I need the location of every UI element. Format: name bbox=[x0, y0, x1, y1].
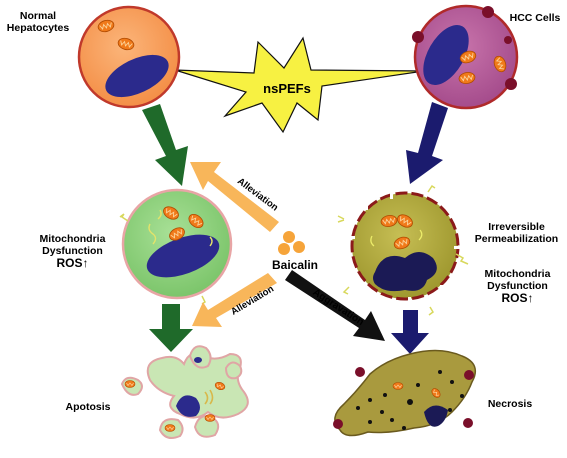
nspefs-label: nsPEFs bbox=[263, 81, 311, 96]
left-mito-line2: Dysfunction bbox=[42, 245, 103, 258]
left-ros: ROS↑ bbox=[56, 256, 89, 271]
hcc-cells-label: HCC Cells bbox=[509, 12, 561, 24]
membrane-bleb bbox=[412, 31, 424, 43]
right-mito-line1: Mitochondria bbox=[484, 268, 551, 280]
normal-hepatocyte-cell bbox=[77, 5, 181, 109]
left-dysfunction-cell bbox=[119, 182, 233, 305]
necrosis-label: Necrosis bbox=[487, 398, 533, 410]
mitochondrion bbox=[124, 380, 136, 388]
fragmented-nucleus bbox=[373, 252, 437, 292]
aggravation-arrow bbox=[285, 270, 385, 341]
left-mito-line1: Mitochondria bbox=[39, 233, 106, 245]
normal-hepatocytes-line1: Normal bbox=[19, 10, 57, 22]
irreversible-line1: Irreversible bbox=[488, 221, 545, 233]
nucleus bbox=[423, 25, 469, 85]
irreversible-permeabilization-label: Irreversible Permeabilization bbox=[466, 221, 567, 245]
navy-arrow-bottom bbox=[391, 310, 429, 354]
irreversible-line2: Permeabilization bbox=[474, 233, 559, 246]
right-mito-dysfunction-label: Mitochondria Dysfunction ROS↑ bbox=[470, 268, 565, 306]
apoptotic-bodies bbox=[120, 345, 249, 439]
membrane-bleb bbox=[482, 6, 494, 18]
baicalin-molecules bbox=[278, 231, 305, 255]
membrane-bleb bbox=[505, 78, 517, 90]
baicalin-label: Baicalin bbox=[271, 258, 319, 272]
membrane-bleb bbox=[504, 36, 512, 44]
right-mito-line2: Dysfunction bbox=[487, 280, 548, 293]
navy-arrow-top bbox=[406, 102, 448, 184]
normal-hepatocytes-line2: Hepatocytes bbox=[6, 22, 70, 35]
alleviation-arrow-bottom bbox=[192, 273, 277, 327]
left-mito-dysfunction-label: Mitochondria Dysfunction ROS↑ bbox=[30, 233, 115, 271]
mitochondrion bbox=[204, 414, 216, 422]
normal-hepatocytes-label: Normal Hepatocytes bbox=[3, 10, 73, 34]
mitochondrion bbox=[164, 424, 176, 432]
mitochondrion bbox=[392, 382, 404, 390]
nucleus bbox=[105, 54, 169, 98]
nspefs-starburst bbox=[174, 36, 425, 134]
nucleus bbox=[146, 234, 220, 278]
necrotic-cell bbox=[333, 349, 477, 437]
alleviation-arrow-top bbox=[190, 162, 279, 232]
apotosis-label: Apotosis bbox=[65, 401, 111, 413]
green-arrow-bottom bbox=[149, 304, 193, 352]
green-arrow-top bbox=[142, 104, 188, 186]
hcc-cell bbox=[412, 4, 519, 110]
right-ros: ROS↑ bbox=[501, 291, 534, 306]
right-permeabilized-cell bbox=[337, 184, 469, 316]
